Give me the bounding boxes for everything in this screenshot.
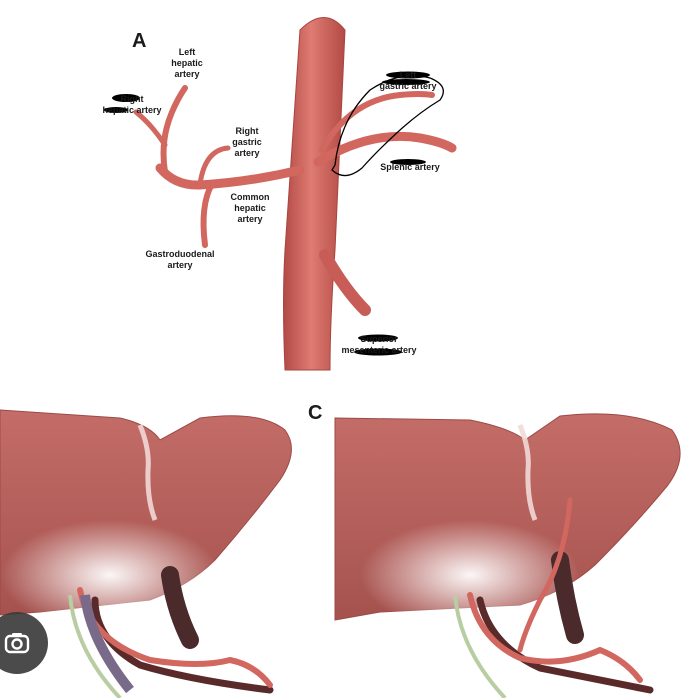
proper-hepatic-artery-vessel xyxy=(160,85,188,175)
artery-right-ascending xyxy=(517,497,573,653)
left-gastric-artery-vessel xyxy=(319,91,435,153)
fog-right xyxy=(360,520,580,630)
bile-duct-right xyxy=(453,594,507,698)
right-gastric-artery-vessel xyxy=(197,145,231,187)
label-gastroduodenal-artery: Gastroduodenal artery xyxy=(145,249,215,270)
graft-vessel-left xyxy=(91,596,274,694)
label-splenic-artery: Splenic artery xyxy=(380,162,440,172)
label-common-hepatic-artery: Common hepatic artery xyxy=(230,192,270,224)
splenic-artery-vessel xyxy=(313,131,457,167)
label-superior-mesenteric-artery: Superior mesenteric artery xyxy=(341,334,417,355)
liver-left-fissure xyxy=(137,424,158,521)
aorta xyxy=(283,17,346,371)
ink-scribbles xyxy=(104,71,430,356)
label-right-hepatic-artery: Right hepatic artery xyxy=(102,94,162,115)
google-lens-button[interactable] xyxy=(0,612,48,674)
label-right-gastric-artery: Right gastric artery xyxy=(232,126,262,158)
label-left-gastric-artery: Left gastric artery xyxy=(379,70,437,91)
graft-vein-right xyxy=(551,551,584,644)
gastroduodenal-artery-vessel xyxy=(200,181,215,248)
graft-vessel-right xyxy=(476,596,654,694)
lens-icon xyxy=(4,633,30,654)
fog-left xyxy=(0,520,220,630)
portal-left xyxy=(80,594,134,694)
superior-mesenteric-artery-vessel xyxy=(319,249,371,316)
artery-right xyxy=(467,592,643,683)
hand-drawn-outline xyxy=(331,75,444,177)
graft-vein-left xyxy=(161,566,199,649)
right-hepatic-artery-vessel xyxy=(133,109,168,148)
panel-label-a: A xyxy=(132,30,147,52)
panel-label-c: C xyxy=(308,402,323,424)
bile-duct-left xyxy=(68,594,122,698)
label-left-hepatic-artery: Left hepatic artery xyxy=(171,47,203,79)
common-hepatic-artery-vessel xyxy=(155,163,305,190)
liver-right-fissure xyxy=(517,424,538,521)
